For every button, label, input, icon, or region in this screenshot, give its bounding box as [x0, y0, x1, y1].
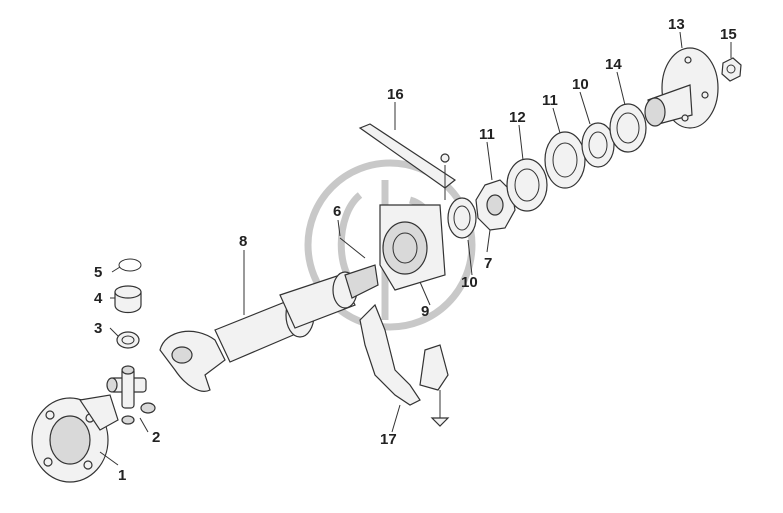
callout-16: 16: [387, 86, 404, 103]
callout-7: 7: [484, 255, 492, 272]
callout-10-left: 10: [461, 274, 478, 291]
part-15-nut: [721, 57, 742, 82]
callout-17: 17: [380, 431, 397, 448]
part-1-flange: [31, 394, 119, 483]
part-6-pin: [339, 237, 366, 259]
callout-10-right: 10: [572, 76, 589, 93]
callout-5: 5: [94, 264, 102, 281]
part-10-seal-left: [447, 197, 477, 239]
callout-15: 15: [720, 26, 737, 43]
part-12-bearing: [506, 158, 548, 212]
callout-2: 2: [152, 429, 160, 446]
callout-14: 14: [605, 56, 622, 73]
part-17-lever: [359, 303, 450, 427]
callout-13: 13: [668, 16, 685, 33]
part-3-ring: [116, 331, 140, 349]
callout-4: 4: [94, 290, 103, 307]
leader-lines: [99, 31, 732, 466]
callout-3: 3: [94, 320, 102, 337]
callout-8: 8: [239, 233, 247, 250]
part-5-snap-ring: [118, 258, 142, 272]
callout-1: 1: [118, 467, 126, 484]
part-10-seal-right: [581, 122, 615, 168]
part-13-flange: [644, 47, 719, 129]
part-16-bracket: [358, 123, 457, 200]
part-4-cap: [114, 285, 142, 314]
callout-9: 9: [421, 303, 429, 320]
callout-12: 12: [509, 109, 526, 126]
part-14-ring: [609, 103, 647, 153]
callout-11-right: 11: [542, 92, 558, 109]
callout-11-left: 11: [479, 126, 495, 143]
part-9-housing: [379, 204, 446, 291]
callout-6: 6: [333, 203, 341, 220]
part-2-cross: [106, 365, 156, 425]
part-11-star-washer: [475, 179, 516, 231]
part-11-bearing: [544, 131, 586, 189]
part-8-drive-shaft: [159, 264, 379, 392]
